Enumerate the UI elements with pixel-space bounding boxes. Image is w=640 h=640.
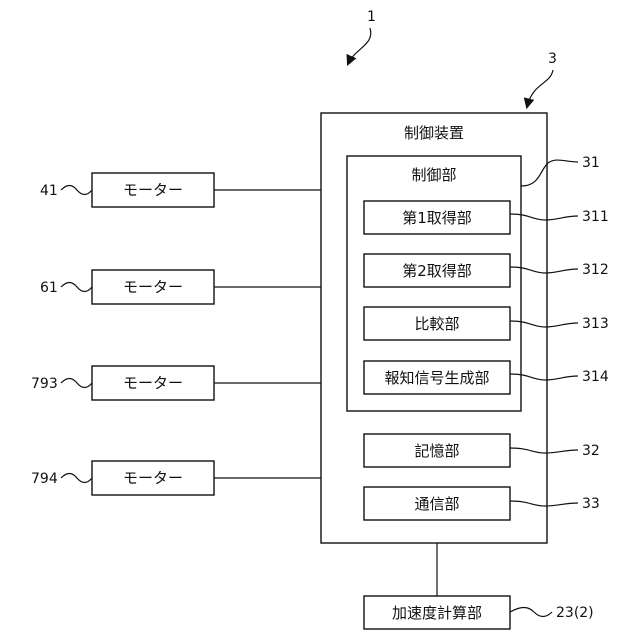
motor-61-leader [61, 283, 92, 292]
second-acquisition-label: 第2取得部 [402, 262, 472, 280]
motor-794-label: モーター [123, 469, 183, 487]
motor-41-ref: 41 [40, 183, 58, 199]
motor-61-label: モーター [123, 278, 183, 296]
notification-signal-label: 報知信号生成部 [384, 369, 489, 387]
comparison-ref: 313 [582, 316, 609, 332]
figure-ref-arrow [348, 28, 371, 64]
second-acquisition-ref: 312 [582, 262, 609, 278]
control-unit-ref: 31 [582, 155, 600, 171]
figure-ref-label: 1 [367, 9, 376, 25]
motor-41-leader [61, 186, 92, 195]
comparison-label: 比較部 [414, 315, 459, 333]
control-device-ref: 3 [548, 51, 557, 67]
motor-61-ref: 61 [40, 280, 58, 296]
motor-793-leader [61, 379, 92, 388]
calculator-label: 加速度計算部 [392, 604, 482, 622]
motor-794-ref: 794 [31, 471, 58, 487]
control-device-title: 制御装置 [404, 124, 464, 142]
calculator-leader [510, 608, 552, 617]
motor-793-label: モーター [123, 374, 183, 392]
first-acquisition-ref: 311 [582, 209, 609, 225]
control-device-ref-arrow [527, 70, 553, 107]
first-acquisition-label: 第1取得部 [402, 209, 472, 227]
calculator-ref: 23(2) [556, 605, 594, 621]
motor-794-leader [61, 474, 92, 483]
notification-signal-ref: 314 [582, 369, 609, 385]
storage-label: 記憶部 [414, 442, 459, 460]
communication-ref: 33 [582, 496, 600, 512]
storage-ref: 32 [582, 443, 600, 459]
motor-41-label: モーター [123, 181, 183, 199]
motor-793-ref: 793 [31, 376, 58, 392]
control-unit-title: 制御部 [411, 166, 456, 184]
communication-label: 通信部 [414, 495, 459, 513]
